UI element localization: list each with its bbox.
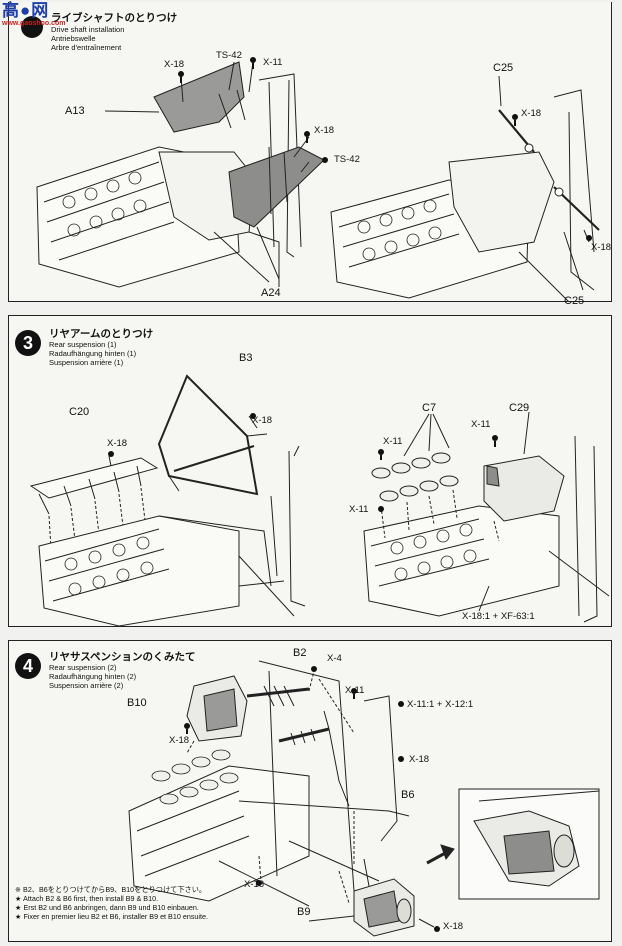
- step-3-subtitle-fr: Suspension arrière (1): [49, 358, 124, 367]
- label-b10: B10: [127, 697, 147, 709]
- label-x11: X-11: [263, 57, 283, 68]
- step-2-drawing: [36, 57, 600, 302]
- label-c25: C25: [493, 62, 514, 74]
- label-x4: X-4: [327, 653, 342, 664]
- label-x11: X-11: [471, 419, 491, 430]
- step-4-subtitle-de: Radaufhängung hinten (2): [49, 672, 137, 681]
- step-2-subtitle-de: Antriebswelle: [51, 34, 96, 43]
- label-x18: X-18: [164, 59, 185, 70]
- label-x18: X-18: [169, 735, 190, 746]
- label-x18: X-18: [244, 879, 265, 890]
- label-b2: B2: [293, 647, 307, 659]
- step-4-subtitle-en: Rear suspension (2): [49, 663, 117, 672]
- label-b6: B6: [401, 789, 415, 801]
- note-jp: ※ B2、B6をとりつけてからB9、B10をとりつけて下さい。: [15, 885, 207, 894]
- step-2-subtitle-fr: Arbre d'entraînement: [51, 43, 122, 52]
- step-3-subtitle-en: Rear suspension (1): [49, 340, 117, 349]
- step-3-panel: 3 リヤアームのとりつけ Rear suspension (1) Radaufh…: [8, 315, 612, 627]
- watermark-logo: 高●网 www.gaoshoo.com: [2, 1, 66, 27]
- label-x18-xf63: X-18:1 + XF-63:1: [462, 611, 535, 622]
- label-ts42: TS-42: [216, 50, 242, 61]
- label-c20: C20: [69, 406, 90, 418]
- step-3-drawing: [29, 374, 610, 627]
- label-a13: A13: [65, 105, 85, 117]
- label-c29: C29: [509, 402, 530, 414]
- step-3-subtitle-de: Radaufhängung hinten (1): [49, 349, 137, 358]
- label-x18: X-18: [314, 125, 335, 136]
- step-2-subtitle-en: Drive shaft installation: [51, 25, 125, 34]
- step-4-number-badge: 4: [15, 653, 41, 679]
- note-de: ★ Erst B2 und B6 anbringen, dann B9 und …: [15, 903, 199, 912]
- step-2-panel: ライブシャフトのとりつけ Drive shaft installation An…: [8, 2, 612, 307]
- label-x11: X-11: [345, 685, 365, 696]
- label-x18: X-18: [107, 438, 128, 449]
- step-4-subtitle-fr: Suspension arrière (2): [49, 681, 124, 690]
- label-a24: A24: [261, 287, 281, 299]
- label-x18: X-18: [521, 108, 542, 119]
- label-x18: X-18: [591, 242, 612, 253]
- watermark-chars: 高●网: [2, 1, 50, 20]
- label-c25: C25: [564, 295, 585, 307]
- step-4-drawing: [128, 660, 600, 937]
- watermark-url: www.gaoshoo.com: [2, 20, 66, 27]
- label-x11: X-11: [383, 436, 403, 447]
- note-fr: ★ Fixer en premier lieu B2 et B6, instal…: [15, 912, 209, 921]
- step-2-number-badge: [21, 16, 43, 38]
- label-c7: C7: [422, 402, 437, 414]
- step-2-title: ライブシャフトのとりつけ: [51, 12, 178, 24]
- label-x11: X-11: [349, 504, 369, 515]
- label-b9: B9: [297, 906, 311, 918]
- note-en: ★ Attach B2 & B6 first, then install B9 …: [15, 894, 159, 903]
- label-b3: B3: [239, 352, 253, 364]
- label-x18: X-18: [443, 921, 464, 932]
- label-x18: X-18: [252, 415, 273, 426]
- label-x11-x12: X-11:1 + X-12:1: [407, 699, 474, 710]
- step-4-panel: 4 リヤサスペンションのくみたて Rear suspension (2) Rad…: [8, 640, 612, 942]
- label-ts42: TS-42: [334, 154, 360, 165]
- step-3-title: リヤアームのとりつけ: [49, 328, 154, 340]
- step-4-title: リヤサスペンションのくみたて: [49, 651, 196, 663]
- step-3-number-badge: 3: [15, 330, 41, 356]
- label-x18: X-18: [409, 754, 430, 765]
